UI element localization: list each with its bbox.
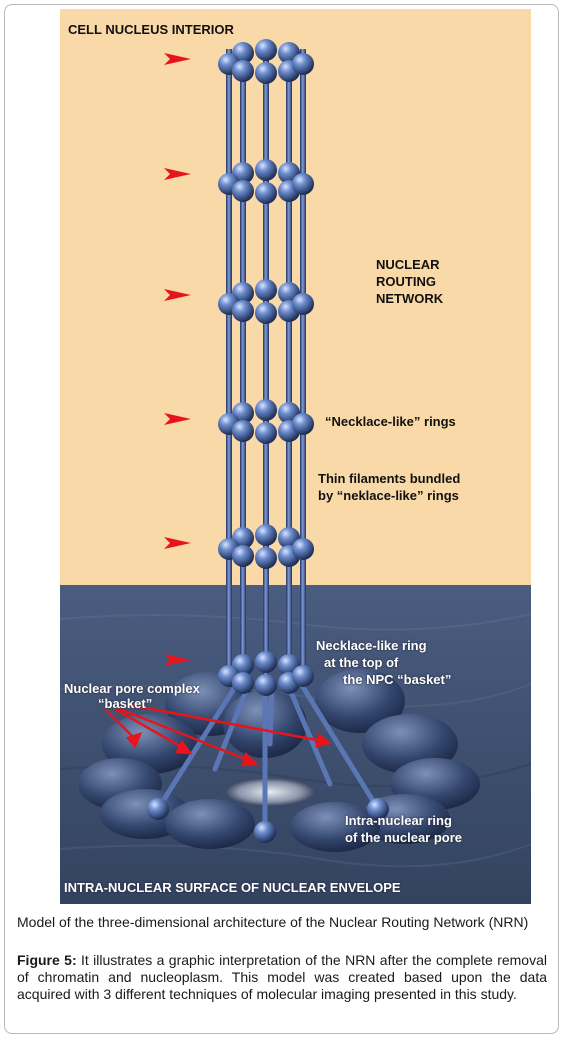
label-intra-ring-line2: of the nuclear pore	[345, 830, 463, 845]
necklace-ring-2	[218, 159, 314, 204]
basket-filaments	[155, 676, 381, 835]
label-top-ring-line2: at the top of	[324, 655, 399, 670]
label-cell-nucleus-interior: CELL NUCLEUS INTERIOR	[68, 22, 234, 37]
label-npc-line1: Nuclear pore complex	[64, 681, 200, 696]
label-intra-nuclear-surface: INTRA-NUCLEAR SURFACE OF NUCLEAR ENVELOP…	[64, 880, 401, 895]
ring-arrow-6	[164, 654, 191, 666]
label-npc-line2: “basket”	[98, 696, 153, 711]
label-nrn-line1: NUCLEAR	[376, 257, 440, 272]
ring-arrow-5	[164, 537, 191, 549]
figure-caption: Figure 5: It illustrates a graphic inter…	[17, 952, 547, 1003]
necklace-ring-5	[218, 524, 314, 569]
necklace-like-rings	[218, 39, 314, 696]
necklace-ring-4	[218, 399, 314, 444]
ring-arrow-1	[164, 53, 191, 65]
ring-arrow-2	[164, 168, 191, 180]
label-top-ring-line1: Necklace-like ring	[316, 638, 427, 653]
label-thin-filaments-line2: by “neklace-like” rings	[318, 488, 459, 503]
label-top-ring-line3: the NPC “basket”	[343, 672, 452, 687]
figure-caption-text: It illustrates a graphic interpretation …	[17, 952, 547, 1002]
nrn-model-figure: CELL NUCLEUS INTERIOR NUCLEAR ROUTING NE…	[60, 9, 531, 904]
nuclear-pore-opening	[225, 778, 315, 806]
label-nrn-line2: ROUTING	[376, 274, 436, 289]
npc-basket-pointer-arrows	[104, 703, 332, 767]
label-nrn-line3: NETWORK	[376, 291, 444, 306]
thin-filament-bundle	[226, 47, 306, 681]
figure-number: Figure 5:	[17, 952, 77, 968]
label-intra-ring-line1: Intra-nuclear ring	[345, 813, 452, 828]
ring-arrow-4	[164, 413, 191, 425]
ring-indicator-arrows	[164, 53, 191, 666]
necklace-ring-1	[218, 39, 314, 84]
nrn-model-illustration	[60, 9, 531, 904]
ring-arrow-3	[164, 289, 191, 301]
figure-caption-intro: Model of the three-dimensional architect…	[17, 914, 529, 930]
necklace-ring-6	[218, 651, 314, 696]
intra-nuclear-ring-balls	[147, 798, 389, 843]
necklace-ring-3	[218, 279, 314, 324]
label-necklace-rings: “Necklace-like” rings	[325, 414, 456, 429]
label-thin-filaments-line1: Thin filaments bundled	[318, 471, 461, 486]
